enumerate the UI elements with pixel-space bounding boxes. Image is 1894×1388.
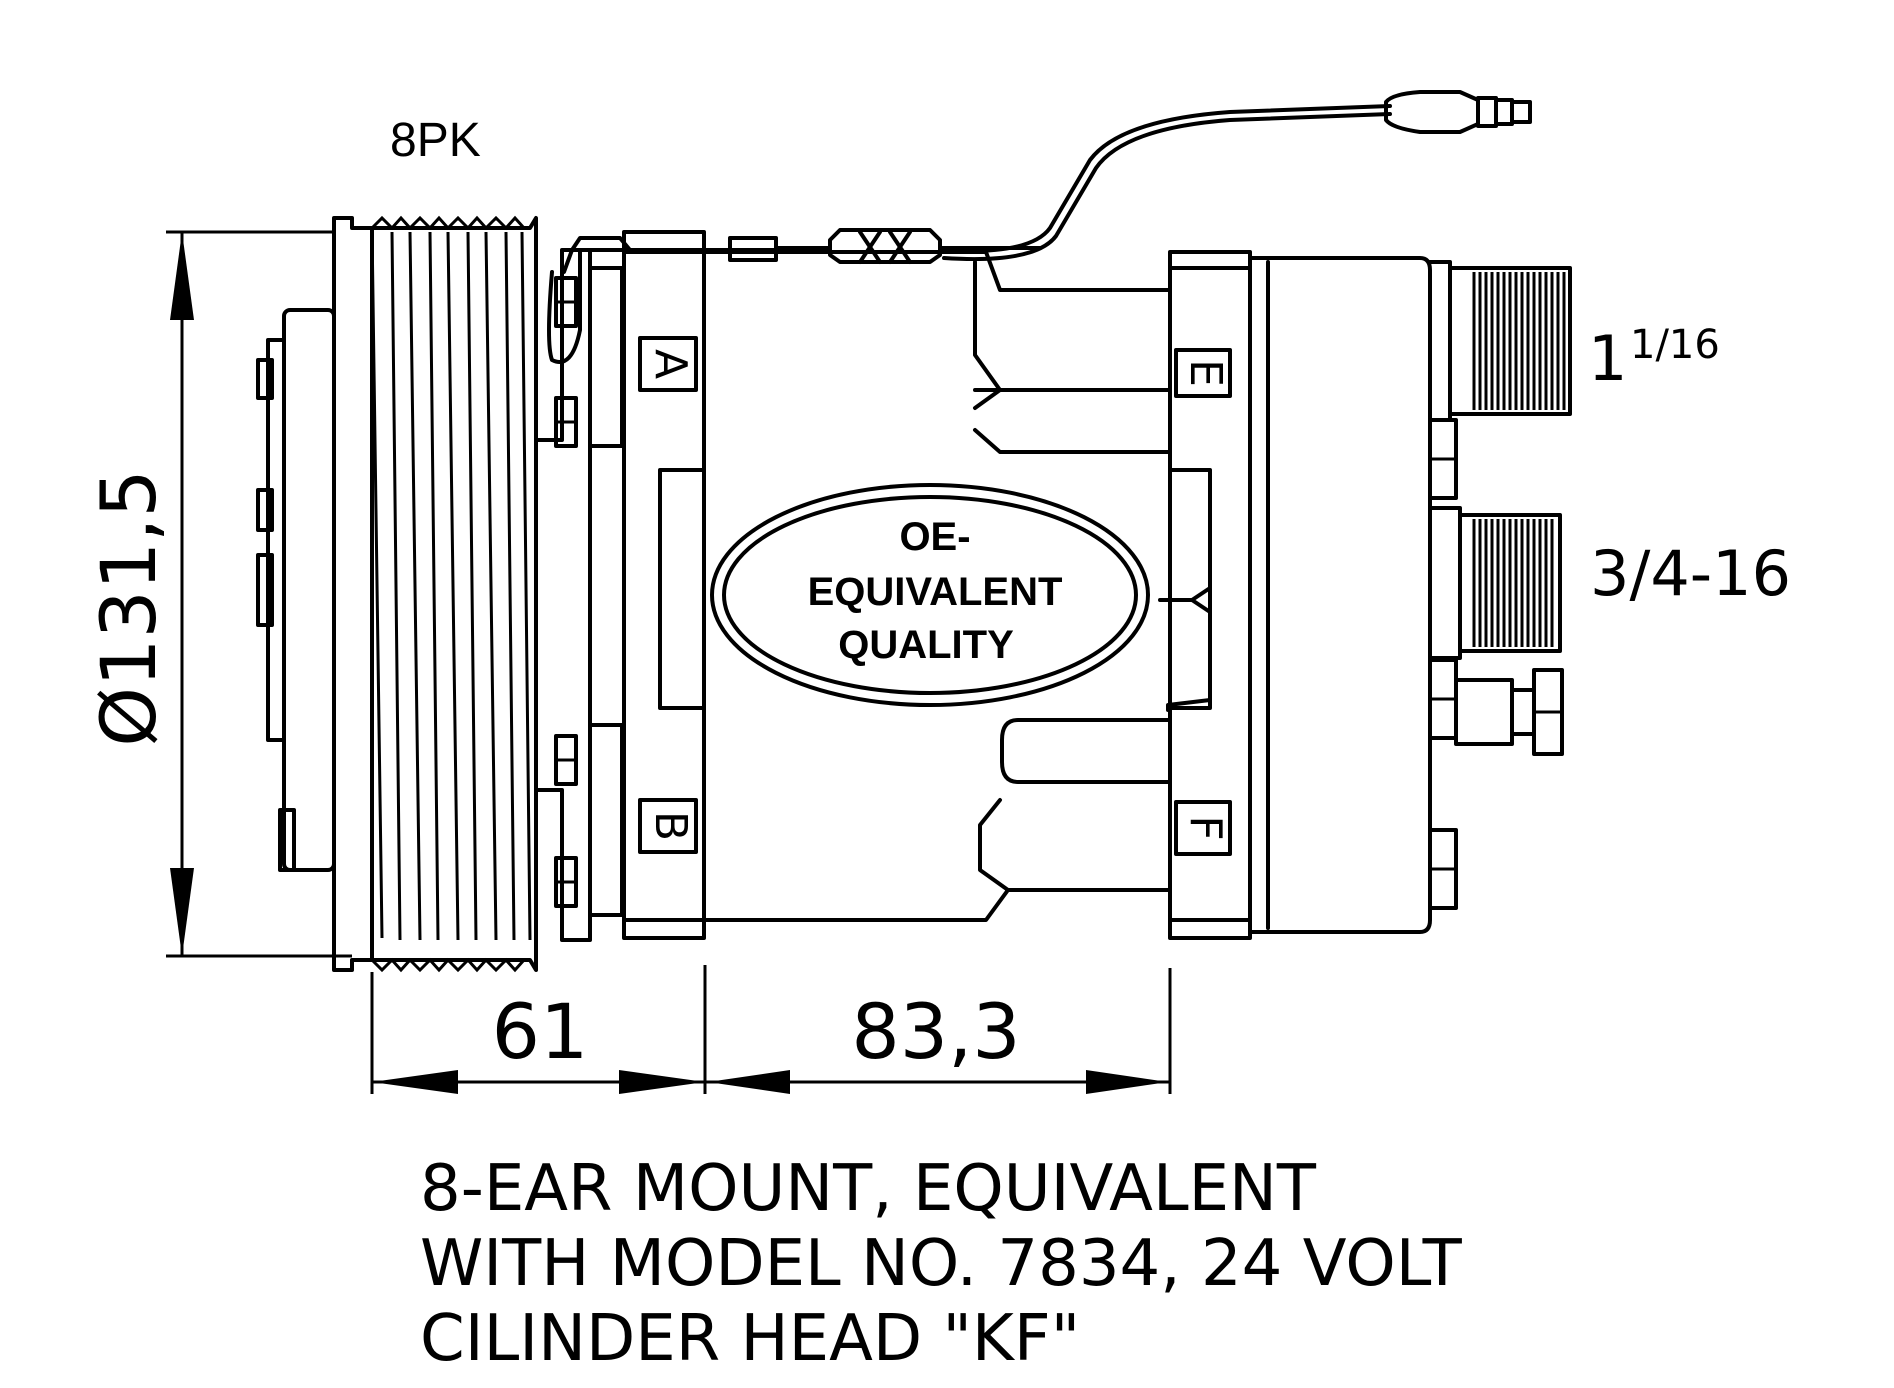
connector-housing: [828, 228, 942, 264]
hub-bolt: [256, 358, 274, 400]
fitting-top-fraction: 1/16: [1630, 322, 1720, 368]
diameter-label: Ø131,5: [84, 469, 173, 746]
hub-bolt: [278, 808, 296, 872]
pulley-body: [370, 216, 538, 972]
port-e-label: E: [1180, 359, 1231, 387]
rear-cover: [1248, 256, 1432, 934]
port-a-label: A: [645, 349, 696, 379]
front-flange: [622, 230, 706, 940]
description-line-3: CILINDER HEAD "KF": [420, 1302, 1080, 1376]
fitting-lower: [1428, 506, 1562, 660]
electrical-lead: [547, 90, 1532, 364]
belt-profile-label: 8PK: [390, 114, 481, 167]
service-valve: [1454, 668, 1564, 756]
hub-bolt: [256, 553, 274, 627]
oe-equivalent-badge: OE- EQUIVALENT QUALITY: [710, 483, 1150, 707]
fitting-top-label: 1: [1588, 322, 1627, 395]
dimension-diameter: Ø131,5: [84, 230, 352, 958]
front-ear-nuts: [554, 276, 578, 908]
pulley-flange-left: [332, 216, 374, 972]
port-b-box: [638, 798, 698, 854]
badge-line-3: QUALITY: [838, 623, 1014, 667]
dim-body-label: 83,3: [851, 987, 1020, 1076]
description-line-1: 8-EAR MOUNT, EQUIVALENT: [420, 1152, 1317, 1226]
dimension-body: 83,3: [705, 968, 1172, 1094]
front-head: [534, 230, 706, 942]
rear-flange: [1168, 250, 1252, 940]
front-ear-lower: [588, 723, 624, 917]
dim-clutch-label: 61: [492, 987, 589, 1076]
cylinder-body: [702, 250, 1212, 922]
badge-line-1: OE-: [899, 515, 970, 559]
badge-line-2: EQUIVALENT: [808, 570, 1063, 614]
dimension-clutch: 61: [370, 965, 707, 1094]
clutch-hub: [282, 308, 336, 872]
rear-nuts: [1428, 418, 1458, 910]
pulley: [256, 215, 538, 973]
port-a-box: [638, 336, 698, 392]
front-rib: [658, 468, 706, 710]
pulley-grooves: [370, 215, 532, 973]
front-ear-upper: [588, 266, 624, 448]
port-e-box: [1174, 348, 1232, 398]
fitting-bottom-label: 3/4-16: [1590, 537, 1791, 610]
fitting-upper: [1428, 260, 1572, 422]
description-line-2: WITH MODEL NO. 7834, 24 VOLT: [420, 1227, 1463, 1301]
lead-plug: [1384, 90, 1480, 134]
port-f-label: F: [1180, 815, 1231, 840]
port-f-box: [1174, 800, 1232, 856]
front-neck: [534, 248, 592, 942]
port-b-label: B: [645, 811, 696, 841]
hub-bolt: [256, 488, 274, 532]
